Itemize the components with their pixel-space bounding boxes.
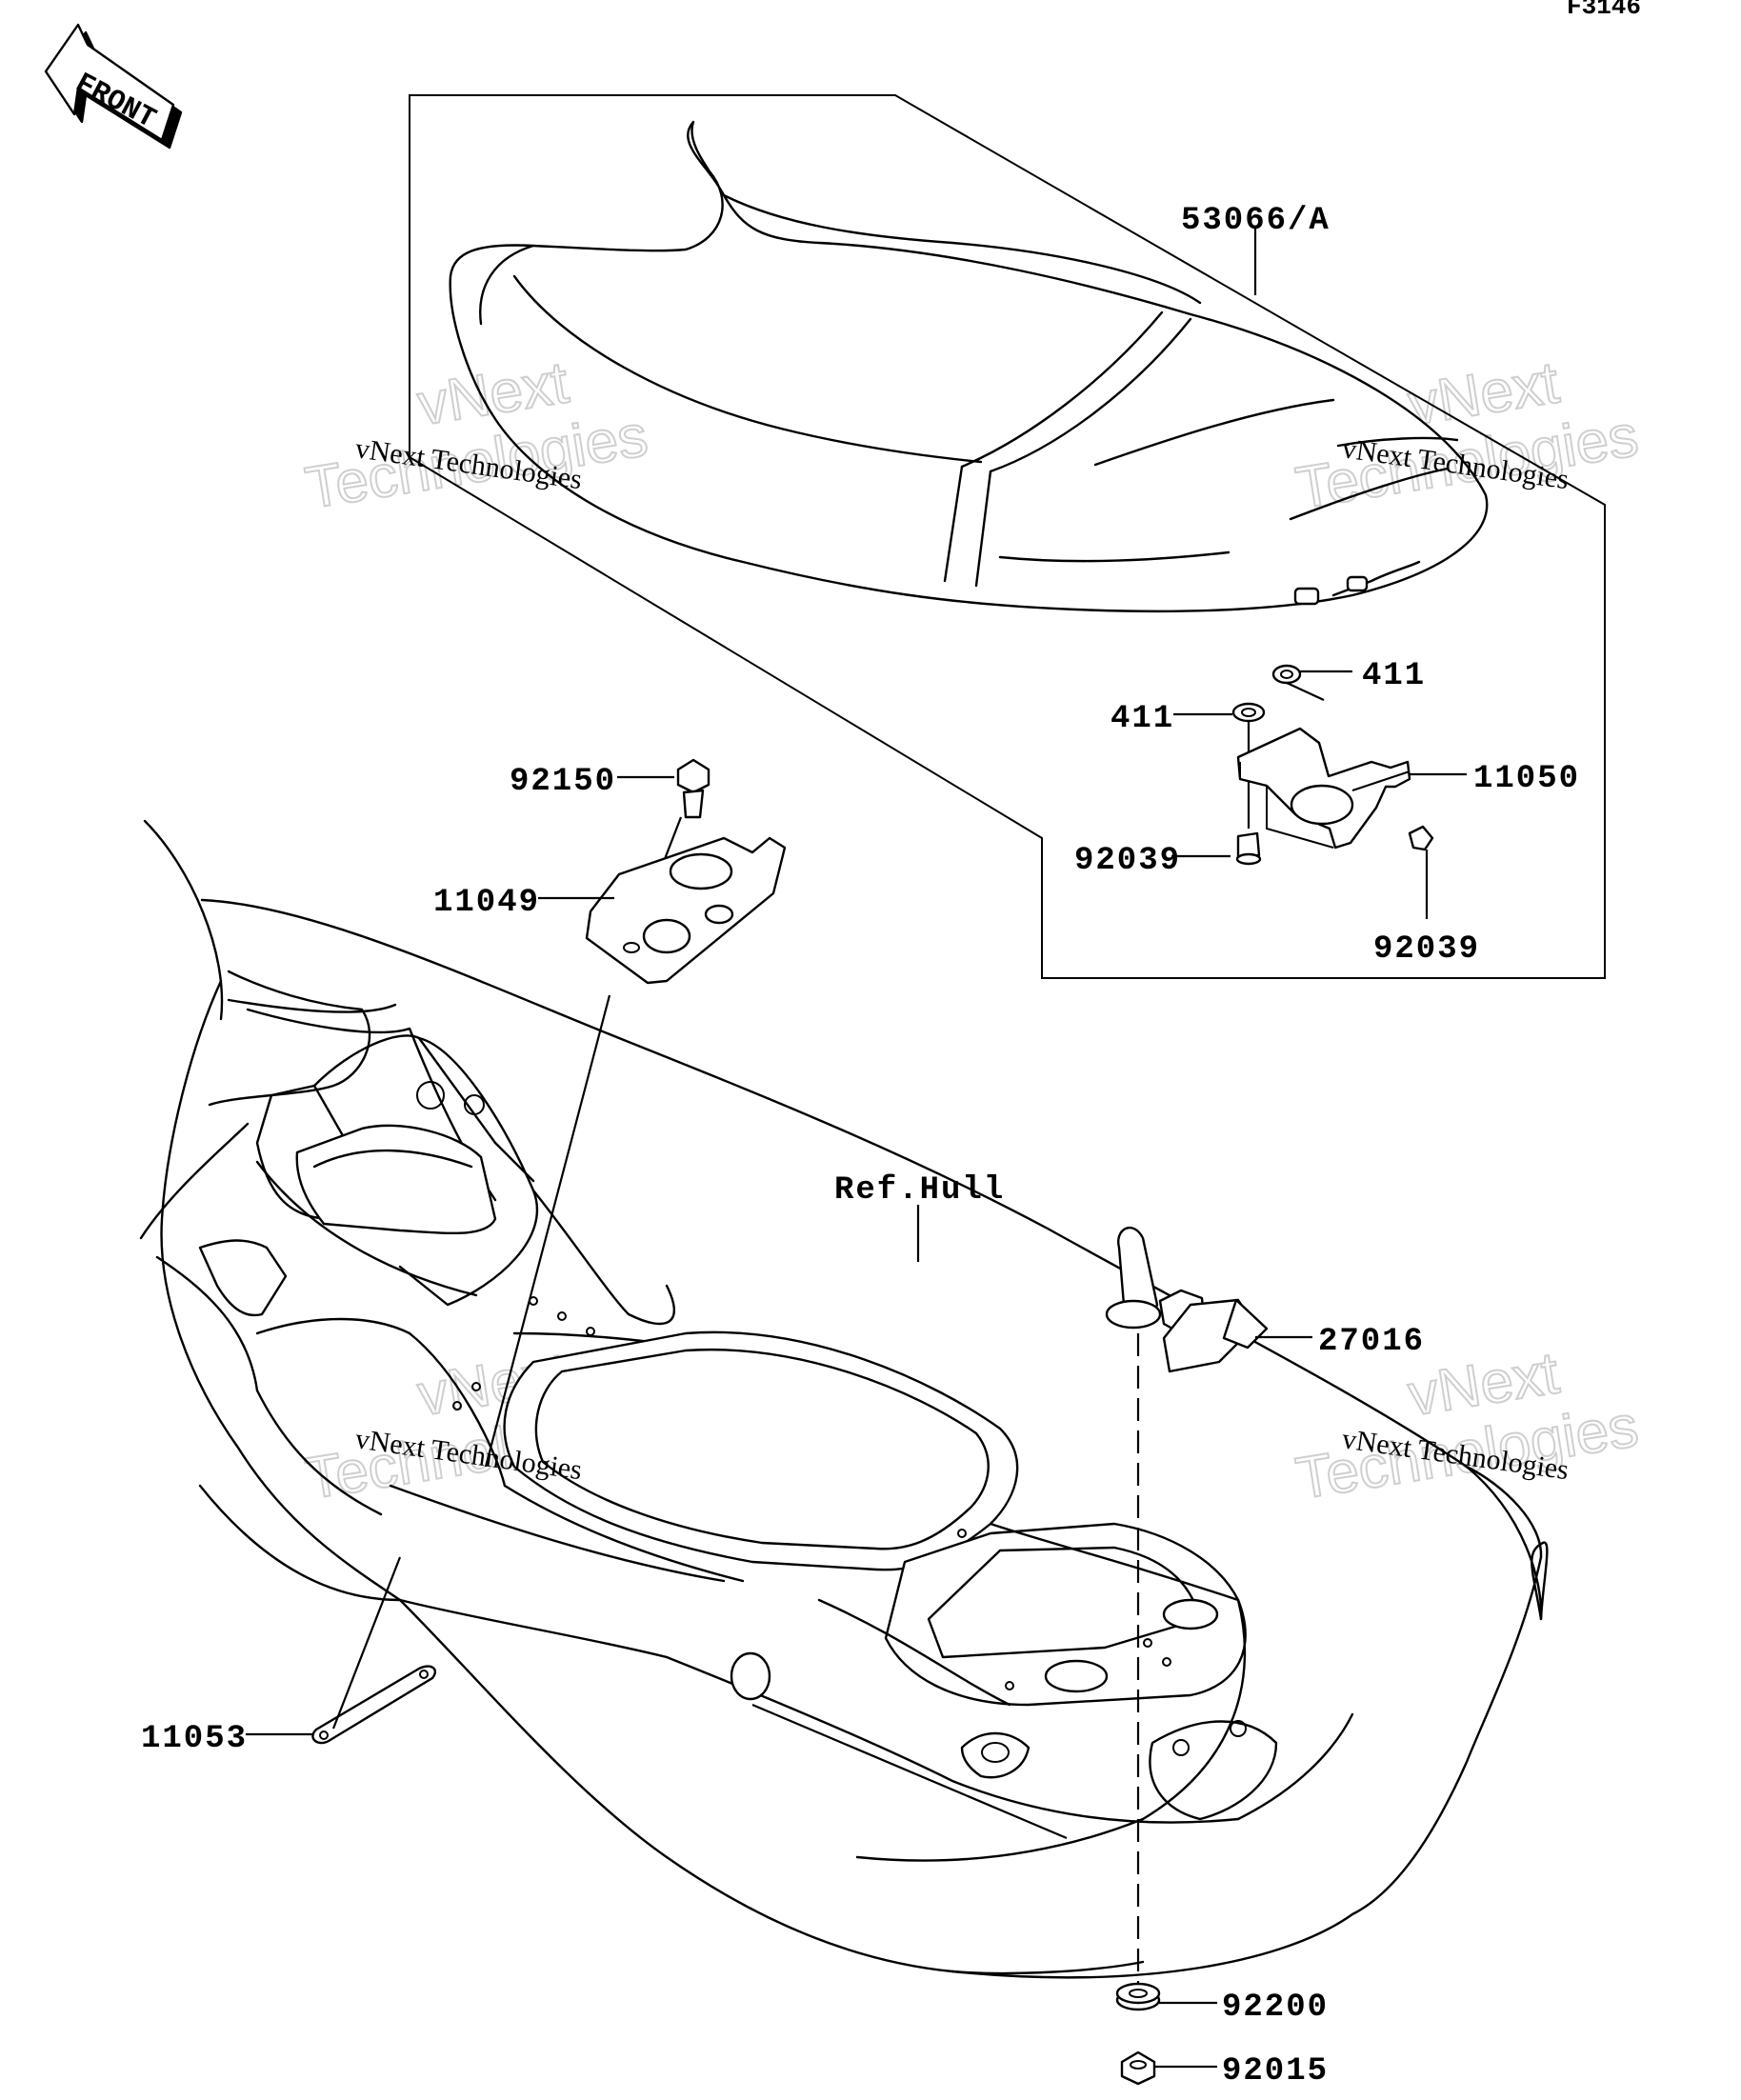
part-label-27016[interactable]: 27016 — [1318, 1324, 1425, 1360]
part-label-11053[interactable]: 11053 — [141, 1721, 248, 1757]
strap-11053-drawing — [311, 1556, 437, 1745]
part-label-92150[interactable]: 92150 — [510, 764, 616, 800]
part-label-92039-left[interactable]: 92039 — [1074, 843, 1181, 879]
nut-92015-drawing — [1120, 2050, 1156, 2086]
part-label-92015[interactable]: 92015 — [1222, 2053, 1329, 2090]
bracket-11050-drawing — [1231, 664, 1434, 866]
part-label-53066a[interactable]: 53066/A — [1181, 203, 1331, 239]
part-label-92039-bottom[interactable]: 92039 — [1373, 931, 1480, 968]
part-label-92200[interactable]: 92200 — [1222, 1990, 1329, 2026]
part-label-11050[interactable]: 11050 — [1473, 761, 1580, 797]
leader-lines — [246, 227, 1467, 2069]
part-label-411-left[interactable]: 411 — [1111, 701, 1174, 737]
part-27016-drawing — [1105, 1227, 1269, 1990]
figure-code: F3146 — [1567, 0, 1641, 21]
front-arrow-icon: FRONT — [44, 23, 183, 150]
seat-drawing — [449, 120, 1489, 613]
bracket-11049-drawing — [484, 836, 787, 1468]
reference-label-hull: Ref.Hull — [834, 1172, 1005, 1209]
seat-assembly-outline — [409, 94, 1606, 979]
hull-drawing — [139, 819, 1549, 1979]
part-label-11049[interactable]: 11049 — [433, 885, 540, 921]
washer-92200-drawing — [1115, 1982, 1161, 2011]
part-label-411-top[interactable]: 411 — [1362, 658, 1426, 694]
